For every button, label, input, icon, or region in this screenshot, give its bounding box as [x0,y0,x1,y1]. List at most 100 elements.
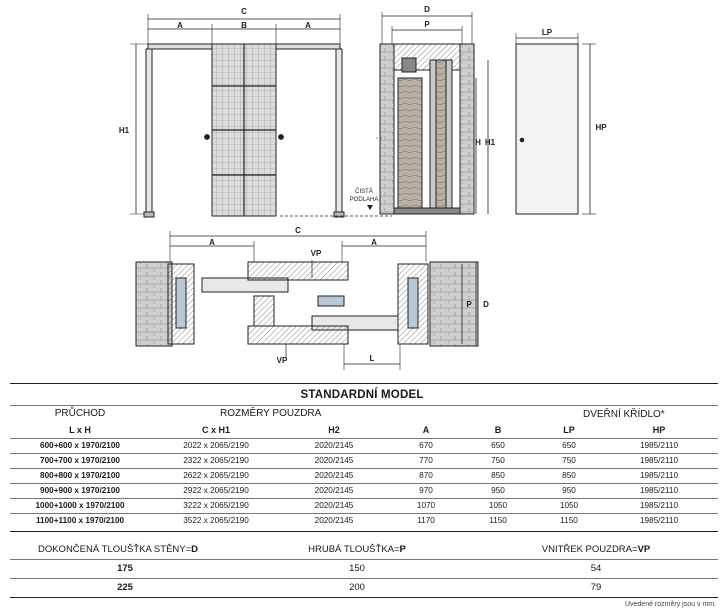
cell-hp: 1985/2110 [639,441,679,450]
label-clean-floor-1: ČISTÁ [355,188,373,195]
wall-thickness-header: DOKONČENÁ TLOUŠŤKA STĚNY=D [38,544,198,555]
col-c-x-h1: C x H1 [201,425,231,435]
technical-drawings: C A B A H1 ČISTÁ PODLAHA D P H H1 [119,5,607,370]
rough-thickness-header: HRUBÁ TLOUŠŤKA=P [308,544,406,555]
row-rule [10,468,718,469]
cell-h2: 2020/2145 [314,456,354,465]
table-title: STANDARDNÍ MODEL [300,389,424,401]
col-h2: H2 [328,425,340,435]
cell-case: 3522 x 2065/2190 [183,516,249,525]
label-h-section: H [475,138,481,147]
row-rule [10,453,718,454]
cell-lp: 850 [562,471,576,480]
cell-hp: 1985/2110 [639,471,679,480]
rough-thickness-label: HRUBÁ TLOUŠŤKA= [308,544,400,555]
cell-h2: 2020/2145 [314,441,354,450]
col-lp: LP [563,425,575,435]
wall-thickness-symbol: D [191,544,199,555]
label-d-section: D [424,5,430,14]
cell-hp: 1985/2110 [639,501,679,510]
rough-thickness-value: 150 [349,563,365,574]
rough-thickness-symbol: P [399,544,406,555]
title-rule [10,405,718,406]
cell-a: 1170 [417,516,435,525]
cell-hp: 1985/2110 [639,486,679,495]
cell-a: 870 [419,471,433,480]
group-case: ROZMĚRY POUZDRA [220,408,322,419]
cell-h2: 2020/2145 [314,471,354,480]
wall-thickness-value: 175 [117,563,133,574]
col-hp: HP [652,425,666,435]
label-h1-section: H1 [485,138,496,147]
col-b: B [494,425,502,435]
cell-lp: 1050 [559,501,579,510]
label-a-plan-right: A [371,238,377,247]
cell-hp: 1985/2110 [639,516,679,525]
cell-case: 2322 x 2065/2190 [183,456,249,465]
thickness-row-rule [10,578,718,579]
label-hp: HP [595,123,607,132]
cell-a: 670 [419,441,433,450]
label-p-plan: P [466,300,472,309]
cell-b: 1050 [488,501,508,510]
vertical-section [376,12,489,215]
cell-case: 3222 x 2065/2190 [183,501,249,510]
header-rule [10,438,718,439]
cell-a: 970 [419,486,433,495]
cell-a: 770 [419,456,433,465]
label-h1-front: H1 [119,126,130,135]
front-elevation [130,14,392,218]
label-clean-floor-2: PODLAHA [350,197,379,203]
cell-opening: 800+800 x 1970/2100 [40,471,120,480]
row-rule [10,513,718,514]
label-a-right: A [305,21,311,30]
label-lp: LP [542,28,553,37]
cell-opening: 900+900 x 1970/2100 [40,486,120,495]
col-l-x-h: L x H [69,425,91,435]
label-vp-top: VP [311,249,322,258]
cell-case: 2022 x 2065/2190 [183,441,249,450]
top-rule [10,383,718,384]
wall-thickness-value: 225 [117,582,133,593]
cell-h2: 2020/2145 [314,501,354,510]
cell-a: 1070 [416,501,436,510]
label-l: L [370,354,375,363]
cell-b: 1150 [489,516,507,525]
door-leaf-drawing [515,33,596,215]
dimensions-note: Uvedené rozměry jsou v mm. [624,601,716,608]
cell-h2: 2020/2145 [314,486,354,495]
cell-opening: 700+700 x 1970/2100 [40,456,120,465]
thickness-header-rule [10,559,718,560]
label-c-top: C [241,7,247,16]
cell-case: 2922 x 2065/2190 [183,486,249,495]
cell-h2: 2020/2145 [314,516,354,525]
cell-b: 850 [491,471,505,480]
cell-opening: 1000+1000 x 1970/2100 [35,501,125,510]
label-a-left: A [177,21,183,30]
table-bottom-rule [10,531,718,532]
label-a-plan-left: A [209,238,215,247]
cell-opening: 1100+1100 x 1970/2100 [35,516,125,525]
cell-case: 2622 x 2065/2190 [183,471,249,480]
label-vp-bottom: VP [277,356,288,365]
cell-lp: 750 [562,456,576,465]
row-rule [10,498,718,499]
group-opening: PRŮCHOD [54,408,106,419]
cell-lp: 1150 [560,516,578,525]
row-rule [10,483,718,484]
label-b: B [241,21,247,30]
cell-opening: 600+600 x 1970/2100 [40,441,120,450]
inner-case-symbol: VP [637,544,651,555]
inner-case-label: VNITŘEK POUZDRA= [541,544,638,555]
cell-hp: 1985/2110 [639,456,679,465]
cell-b: 750 [491,456,505,465]
plan-section [135,231,479,370]
group-door: DVEŘNÍ KŘÍDLO* [583,409,665,420]
cell-b: 950 [491,486,505,495]
wall-thickness-label: DOKONČENÁ TLOUŠŤKA STĚNY= [37,544,192,555]
rough-thickness-value: 200 [349,582,365,593]
col-a: A [422,425,430,435]
cell-b: 650 [491,441,505,450]
cell-lp: 650 [562,441,576,450]
cell-lp: 950 [562,486,576,495]
